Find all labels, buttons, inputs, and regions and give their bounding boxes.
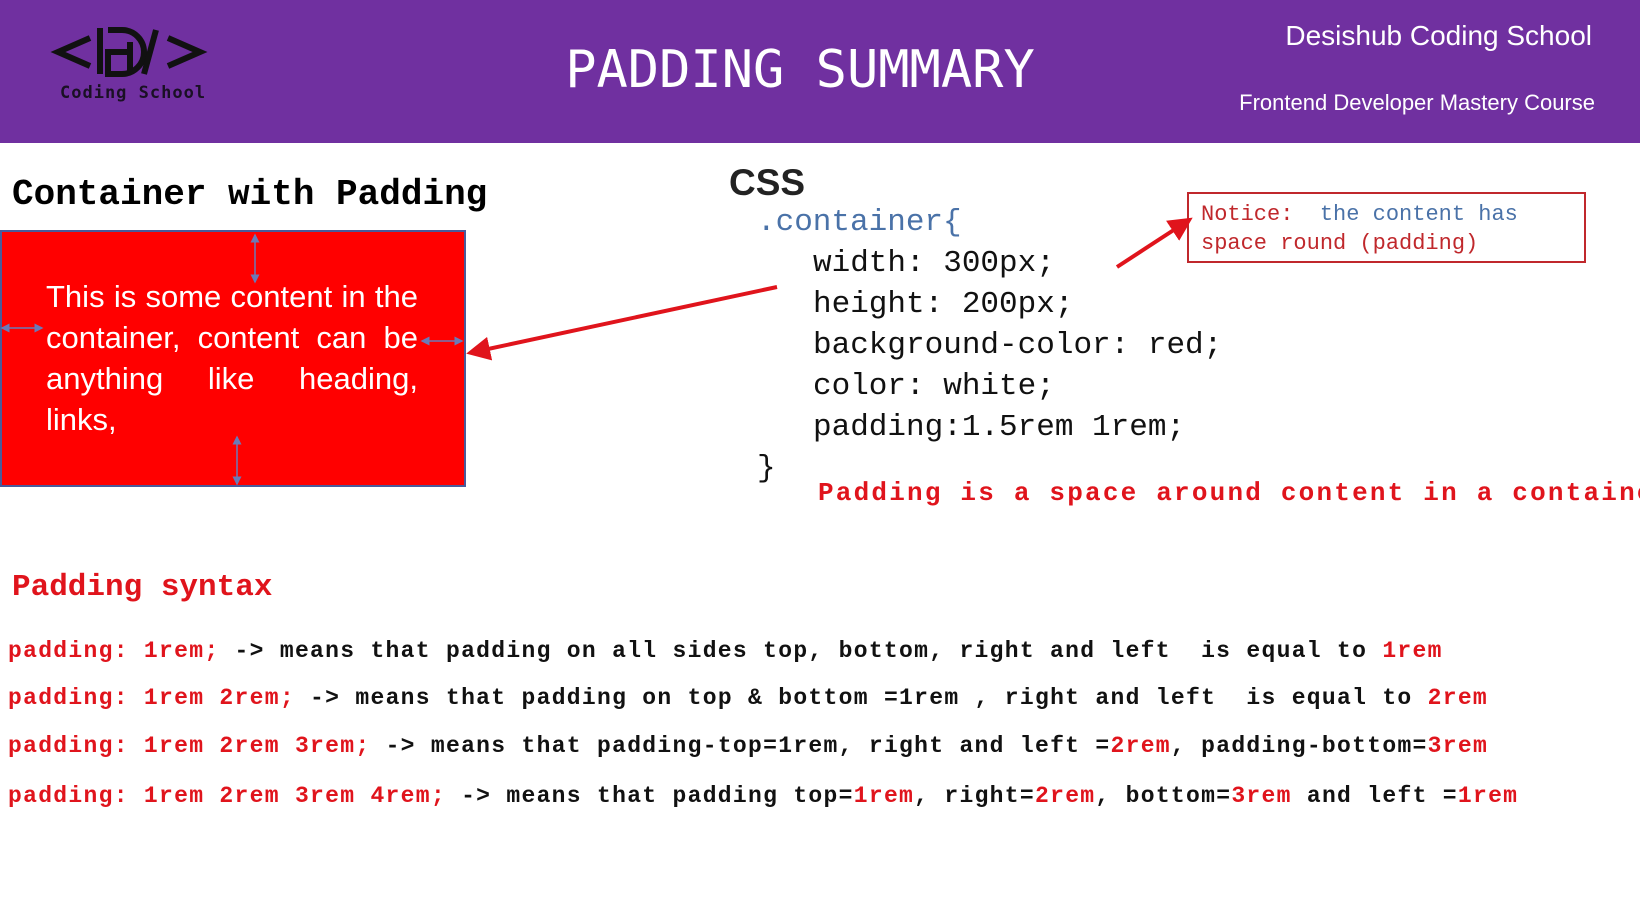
rule-text: , bottom= bbox=[1095, 783, 1232, 809]
rule-value: 1rem bbox=[853, 783, 915, 809]
rule-value: 1rem bbox=[1382, 638, 1443, 664]
syntax-rule: padding: 1rem 2rem 3rem; -> means that p… bbox=[8, 733, 1488, 759]
rule-value: 2rem bbox=[1034, 783, 1096, 809]
css-close-brace: } bbox=[757, 451, 776, 486]
rule-value: 3rem bbox=[1427, 733, 1489, 759]
course-name: Frontend Developer Mastery Course bbox=[1239, 90, 1595, 115]
demo-heading: Container with Padding bbox=[12, 174, 488, 215]
rule-value: padding: 1rem 2rem 3rem 4rem; bbox=[8, 783, 446, 809]
rule-text: -> means that padding on top & bottom =1… bbox=[294, 685, 1428, 711]
school-name: Desishub Coding School bbox=[1285, 20, 1592, 51]
padding-definition: Padding is a space around content in a c… bbox=[818, 478, 1640, 508]
rule-value: 3rem bbox=[1231, 783, 1292, 809]
rule-text: -> means that padding top= bbox=[445, 783, 854, 809]
rule-text: and left = bbox=[1291, 783, 1458, 809]
css-line: height: 200px; bbox=[813, 287, 1074, 322]
arrow-to-notice bbox=[1115, 217, 1193, 269]
notice-label: Notice: bbox=[1201, 202, 1294, 227]
rule-text: -> means that padding-top=1rem, right an… bbox=[370, 733, 1111, 759]
logo-icon bbox=[50, 27, 208, 77]
rule-text: , padding-bottom= bbox=[1170, 733, 1428, 759]
syntax-rule: padding: 1rem 2rem; -> means that paddin… bbox=[8, 685, 1488, 711]
header-banner: Coding School PADDING SUMMARY Desishub C… bbox=[0, 0, 1640, 143]
logo-text: Coding School bbox=[60, 83, 207, 103]
rule-text: -> means that padding on all sides top, … bbox=[219, 638, 1383, 664]
rule-value: padding: 1rem 2rem 3rem; bbox=[8, 733, 371, 759]
notice-text: the content has bbox=[1293, 202, 1518, 227]
css-line: padding:1.5rem 1rem; bbox=[813, 410, 1186, 445]
arrow-to-box bbox=[466, 285, 778, 361]
syntax-rule: padding: 1rem 2rem 3rem 4rem; -> means t… bbox=[8, 783, 1518, 809]
syntax-rule: padding: 1rem; -> means that padding on … bbox=[8, 638, 1443, 664]
notice-callout: Notice: the content has space round (pad… bbox=[1187, 192, 1586, 263]
rule-value: padding: 1rem; bbox=[8, 638, 220, 664]
rule-value: 2rem bbox=[1427, 685, 1489, 711]
syntax-heading: Padding syntax bbox=[12, 570, 273, 605]
rule-value: 1rem bbox=[1457, 783, 1519, 809]
rule-text: , right= bbox=[914, 783, 1035, 809]
css-line: background-color: red; bbox=[813, 328, 1223, 363]
css-selector: .container{ bbox=[757, 205, 962, 240]
rule-value: 2rem bbox=[1110, 733, 1171, 759]
demo-box-text: This is some content in the container, c… bbox=[46, 279, 418, 437]
css-heading: CSS bbox=[729, 162, 806, 203]
page-title: PADDING SUMMARY bbox=[565, 40, 1035, 100]
padding-demo-container: This is some content in the container, c… bbox=[0, 230, 466, 487]
css-line: color: white; bbox=[813, 369, 1055, 404]
css-line: width: 300px; bbox=[813, 246, 1055, 281]
notice-text: space round (padding) bbox=[1201, 231, 1479, 256]
rule-value: padding: 1rem 2rem; bbox=[8, 685, 295, 711]
